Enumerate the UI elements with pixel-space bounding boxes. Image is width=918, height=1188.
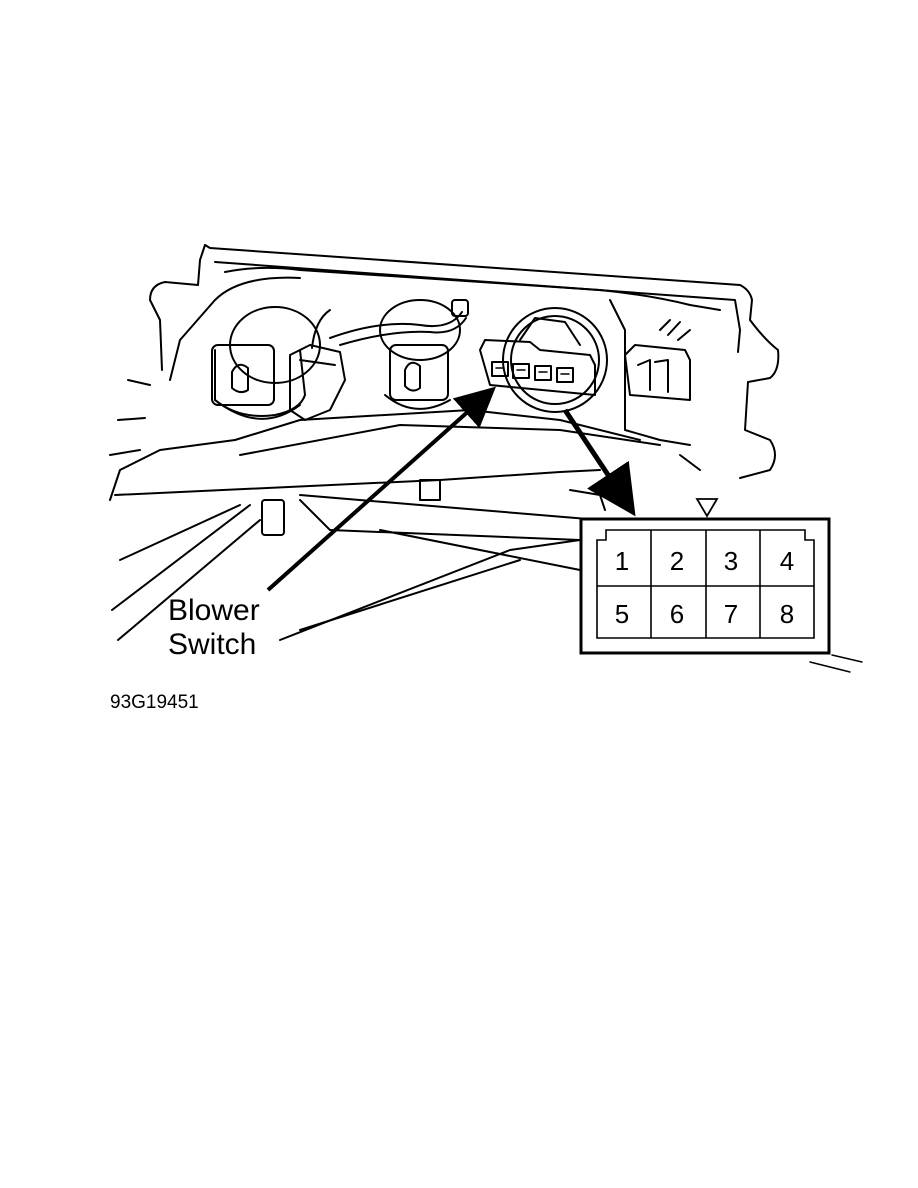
callout-label-line-1: Blower [168, 594, 260, 627]
connector-pin-diagram: 1 2 3 4 5 6 7 8 [579, 498, 831, 655]
figure-code: 93G19451 [110, 692, 199, 713]
pin-1: 1 [615, 546, 629, 576]
callout-arrow-to-connector [266, 386, 496, 592]
pin-2: 2 [670, 546, 684, 576]
orientation-triangle-icon [695, 498, 719, 518]
callout-label-line-2: Switch [168, 628, 256, 661]
control-panel-illustration [109, 244, 863, 673]
pin-3: 3 [724, 546, 738, 576]
pin-8: 8 [780, 599, 794, 629]
callout-arrow-to-pin-diagram [562, 408, 636, 517]
pin-7: 7 [724, 599, 738, 629]
pin-6: 6 [670, 599, 684, 629]
pin-4: 4 [780, 546, 794, 576]
pin-5: 5 [615, 599, 629, 629]
